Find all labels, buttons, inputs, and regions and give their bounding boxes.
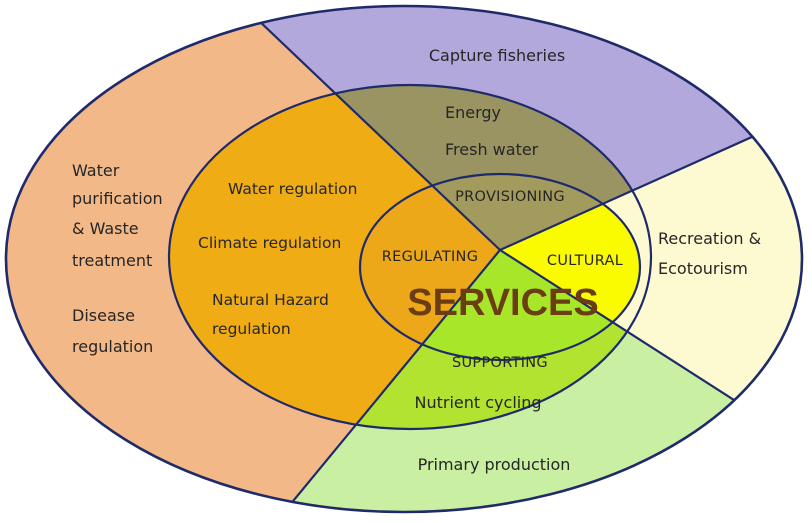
outer-right-line: Ecotourism [658,259,748,278]
middle-top-labels: Energy Fresh water [445,103,539,159]
middle-ellipse-outline [167,83,653,431]
middle-left-line: Climate regulation [198,234,341,252]
middle-left-line: regulation [212,320,291,338]
category-supporting-label: SUPPORTING [452,355,548,371]
outer-left-line: purification [72,189,163,208]
outer-bottom-label: Primary production [418,455,571,474]
category-cultural-label: CULTURAL [547,253,623,269]
outer-left-line: Disease [72,306,135,325]
outer-left-line: & Waste [72,219,139,238]
middle-left-line: Water regulation [228,180,357,198]
outer-right-line: Recreation & [658,229,761,248]
middle-left-line: Natural Hazard [212,291,329,309]
middle-regulating-sector [169,85,500,429]
middle-supporting-sector [275,250,651,429]
outer-left-line: treatment [72,251,152,270]
outer-left-line: Water [72,161,120,180]
category-regulating-label: REGULATING [382,249,479,265]
inner-ellipse-outline [358,172,642,362]
middle-bottom-label: Nutrient cycling [415,393,542,412]
middle-top-line: Fresh water [445,140,539,159]
outer-ellipse-outline [4,4,804,514]
outer-left-labels: Water purification & Waste treatment Dis… [72,161,163,356]
outer-left-line: regulation [72,337,153,356]
middle-provisioning-sector [237,85,651,250]
outer-top-label: Capture fisheries [429,46,565,65]
middle-top-line: Energy [445,103,501,122]
outer-cultural-sector [500,110,802,450]
outer-right-labels: Recreation & Ecotourism [658,229,761,278]
center-services-label: SERVICES [407,282,598,324]
middle-left-labels: Water regulation Climate regulation Natu… [198,180,357,338]
category-provisioning-label: PROVISIONING [455,189,565,205]
